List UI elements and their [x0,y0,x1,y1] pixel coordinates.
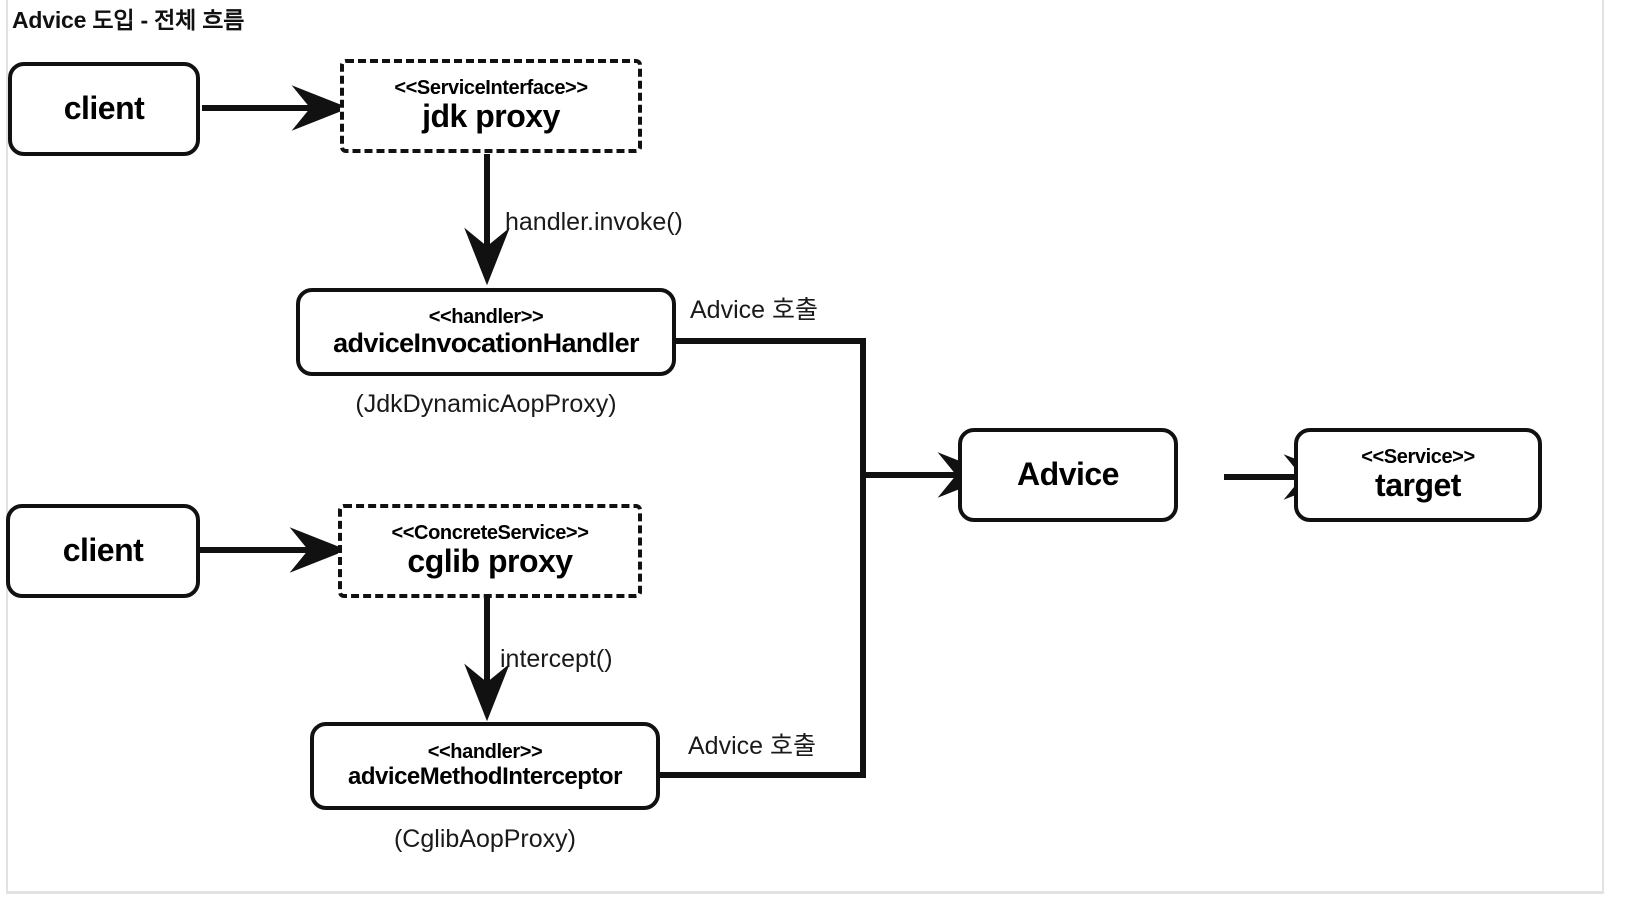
node-client-top-label: client [63,90,145,127]
edge-label-advice-call-top: Advice 호출 [690,296,818,324]
caption-jdk-dynamic-aop-proxy: (JdkDynamicAopProxy) [355,390,617,418]
node-client-bottom[interactable]: client [6,504,200,598]
edge-handler-to-advice-bus-top [676,338,866,475]
node-cglib-proxy[interactable]: <<ConcreteService>> cglib proxy [338,504,642,598]
node-cglib-proxy-stereotype: <<ConcreteService>> [391,521,589,544]
edge-label-advice-call-bottom: Advice 호출 [688,732,816,760]
node-client-top[interactable]: client [8,62,200,156]
node-jdk-proxy-label: jdk proxy [422,98,560,135]
node-advice-invocation-handler-stereotype: <<handler>> [428,305,544,328]
node-jdk-proxy[interactable]: <<ServiceInterface>> jdk proxy [340,59,642,153]
caption-cglib-aop-proxy: (CglibAopProxy) [393,825,576,853]
node-target-stereotype: <<Service>> [1361,445,1475,468]
page-frame-bottom-border [6,891,1604,894]
page-frame-left-border [6,0,8,892]
node-advice[interactable]: Advice [958,428,1178,522]
node-target[interactable]: <<Service>> target [1294,428,1542,522]
node-client-bottom-label: client [62,532,144,569]
node-advice-invocation-handler[interactable]: <<handler>> adviceInvocationHandler [296,288,676,376]
node-advice-method-interceptor-stereotype: <<handler>> [427,741,543,764]
node-advice-method-interceptor[interactable]: <<handler>> adviceMethodInterceptor [310,722,660,810]
node-target-label: target [1375,467,1461,504]
edge-label-intercept: intercept() [500,645,613,673]
node-advice-label: Advice [1017,456,1119,493]
page-frame-right-border [1602,0,1604,892]
edge-label-handler-invoke: handler.invoke() [505,208,683,236]
page-title: Advice 도입 - 전체 흐름 [12,7,245,33]
node-advice-invocation-handler-label: adviceInvocationHandler [333,328,639,359]
node-jdk-proxy-stereotype: <<ServiceInterface>> [394,76,588,99]
node-cglib-proxy-label: cglib proxy [407,543,573,580]
node-advice-method-interceptor-label: adviceMethodInterceptor [348,762,622,790]
